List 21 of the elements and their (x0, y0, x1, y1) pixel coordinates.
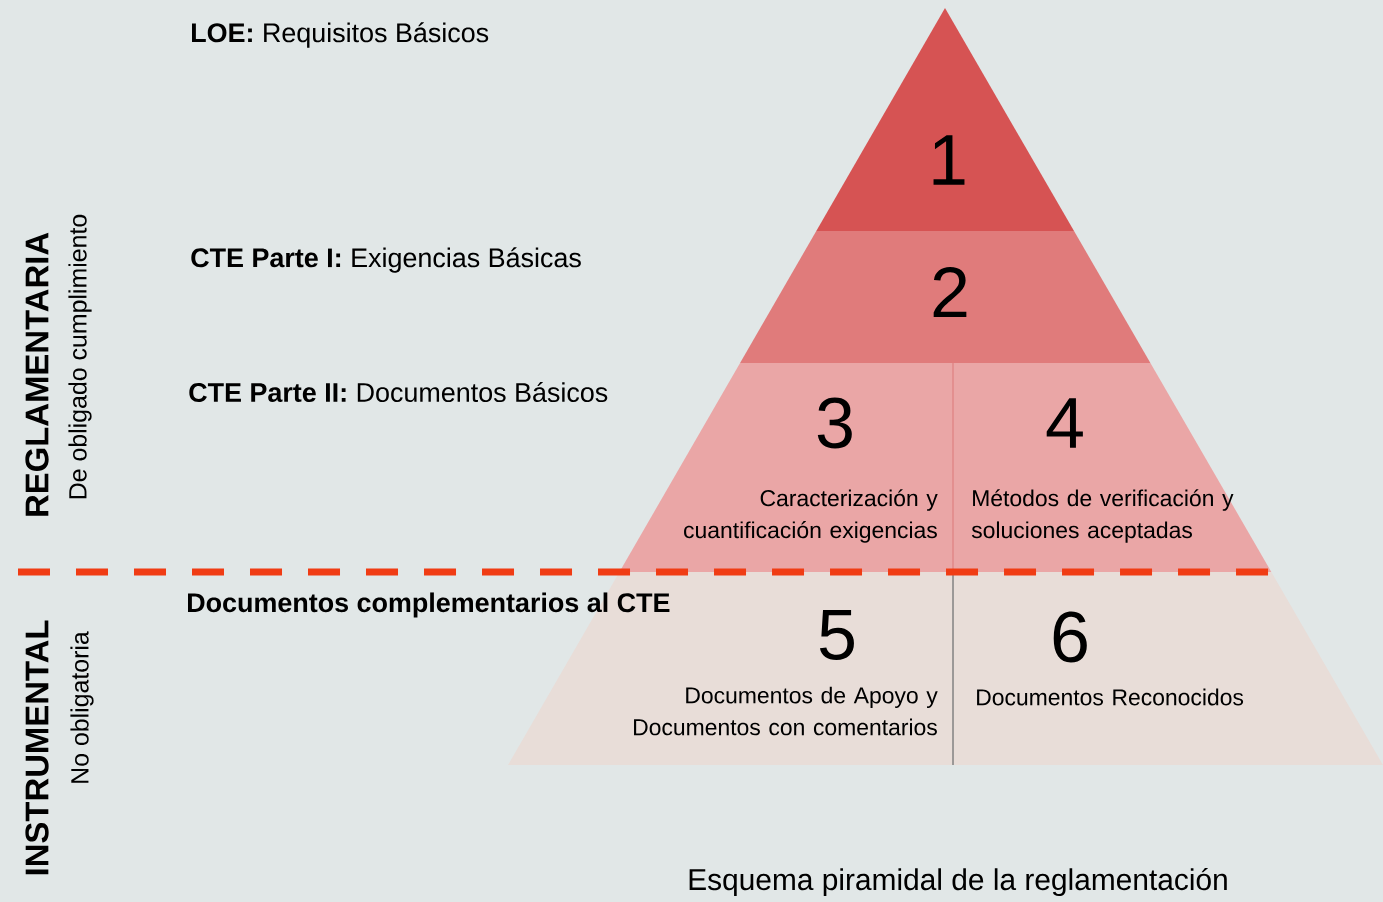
node-label: Caracterización y cuantificación exigencias (684, 489, 938, 543)
node-label: 4 (1046, 398, 1083, 448)
label-text: Documentos complementarios al CTE (188, 592, 670, 618)
label-text: CTE Parte I: Exigencias Básicas (191, 247, 581, 273)
pyramid-level: 3 Caracterización y cuantificación exigencias (619, 363, 953, 572)
caption: Esquema piramidal de la reglamentación (689, 867, 1227, 897)
node-label: 5 (819, 609, 854, 661)
label-text: INSTRUMENTAL (25, 620, 49, 875)
pyramid-level: 6 Documentos Reconocidos (953, 572, 1383, 765)
pyramid-level: 1 (816, 8, 1075, 231)
label-text: LOE: Requisitos Básicos (192, 22, 489, 48)
node-label: 3 (817, 397, 852, 449)
node-label: 6 (1053, 611, 1087, 663)
node-label: Métodos de verificación y soluciones aceptadas (971, 489, 1234, 543)
pyramid-level: 4 Métodos de verificación y soluciones aceptadas (953, 363, 1272, 572)
node-label: Documentos Reconocidos (977, 688, 1244, 706)
label-text: De obligado cumplimiento (68, 214, 92, 499)
pyramid-level: 2 (740, 231, 1151, 363)
label-text: No obligatoria (70, 631, 94, 783)
node-label: Documentos de Apoyo y Documentos con comentarios (634, 686, 938, 736)
label-text: REGLAMENTARIA (25, 232, 49, 516)
